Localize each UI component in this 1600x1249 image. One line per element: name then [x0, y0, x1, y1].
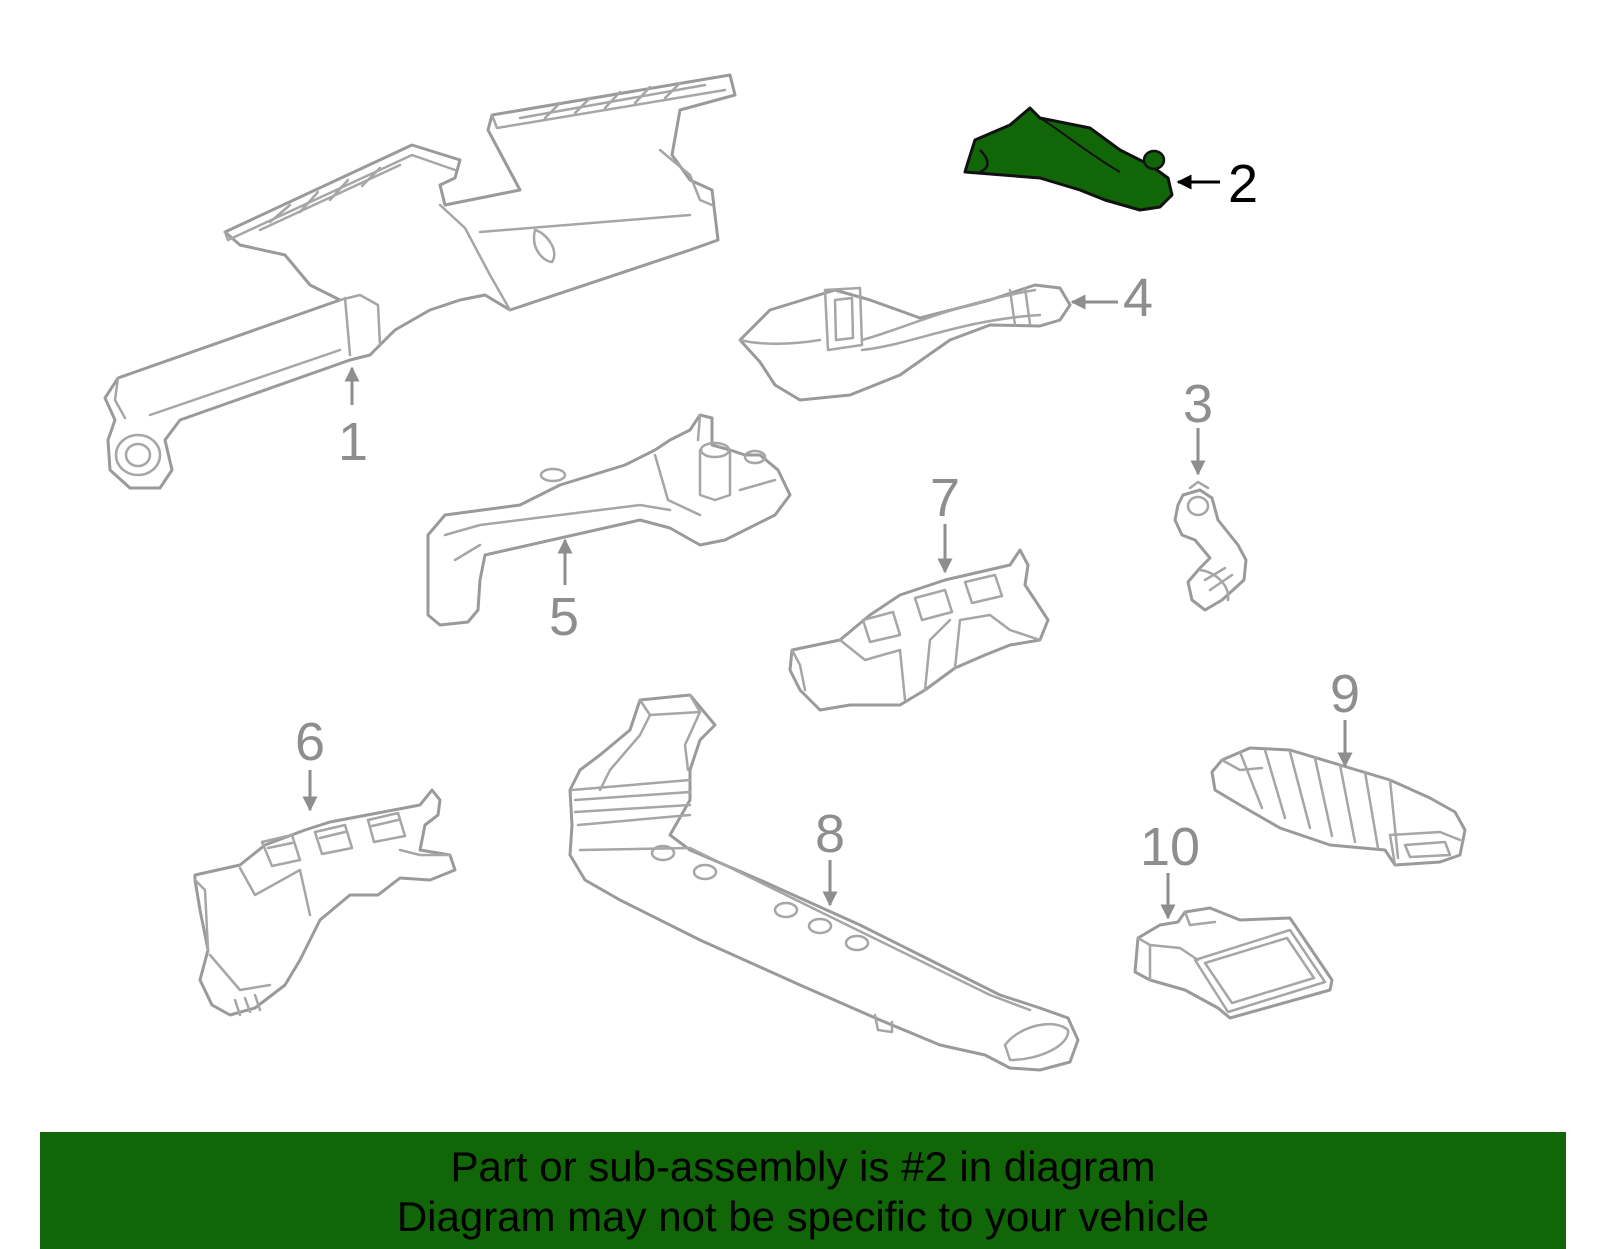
part-7-triple-vent-duct[interactable]	[788, 548, 1050, 712]
callout-3: 3	[1183, 374, 1213, 434]
callout-9: 9	[1330, 664, 1360, 724]
callout-2: 2	[1228, 154, 1258, 214]
part-2-highlighted-duct[interactable]	[963, 106, 1174, 212]
callout-10: 10	[1140, 817, 1200, 877]
banner-line-1: Part or sub-assembly is #2 in diagram	[450, 1143, 1156, 1190]
part-5-fitted-duct[interactable]	[426, 413, 792, 627]
part-1-main-duct[interactable]	[103, 73, 737, 490]
callout-labels: 1 2 3 4 5 6 7 8 9 10	[295, 154, 1360, 877]
callout-4: 4	[1123, 268, 1153, 328]
callout-5: 5	[549, 587, 579, 647]
part-4-curved-duct[interactable]	[738, 283, 1072, 402]
callout-7: 7	[930, 468, 960, 528]
part-6-triple-vent-duct[interactable]	[193, 788, 457, 1017]
banner-line-2: Diagram may not be specific to your vehi…	[396, 1193, 1210, 1240]
part-9-corrugated-duct[interactable]	[1210, 746, 1467, 867]
part-3-elbow-connector[interactable]	[1173, 480, 1248, 612]
part-10-vent-box[interactable]	[1133, 906, 1334, 1020]
part-8-long-duct[interactable]	[568, 693, 1080, 1072]
leader-arrows	[302, 174, 1353, 920]
callout-8: 8	[815, 804, 845, 864]
info-banner: Part or sub-assembly is #2 in diagram Di…	[40, 1132, 1566, 1249]
callout-6: 6	[295, 712, 325, 772]
callout-1: 1	[338, 412, 368, 472]
